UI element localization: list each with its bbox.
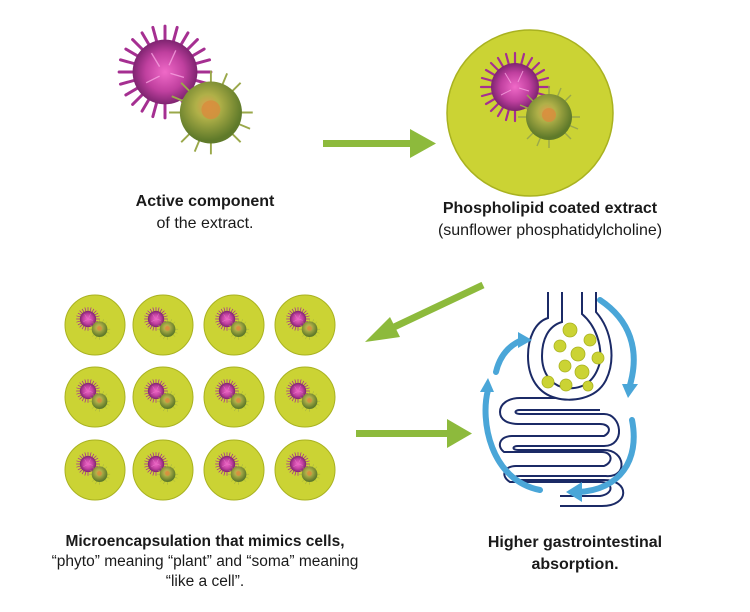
capsule-grid	[65, 295, 335, 500]
caption-regular: (sunflower phosphatidylcholine)	[437, 222, 663, 239]
absorption-arrowheads	[480, 332, 638, 502]
caption-line3: “like a cell”.	[165, 573, 245, 590]
right-arrow-icon	[356, 419, 472, 448]
caption-line1: Higher gastrointestinal	[487, 534, 663, 551]
active-component-caption: Active component of the extract.	[95, 191, 315, 235]
caption-line2: “phyto” meaning “plant” and “soma” meani…	[51, 553, 359, 570]
stomach-intestine-icon	[498, 292, 625, 507]
capsule-icon	[446, 29, 614, 197]
right-arrow-icon	[323, 129, 436, 158]
caption-bold: Active component	[135, 193, 275, 210]
phospholipid-caption: Phospholipid coated extract (sunflower p…	[380, 198, 720, 242]
caption-regular: of the extract.	[156, 215, 254, 232]
thistle-flower-icon	[117, 24, 255, 156]
caption-line2: absorption.	[531, 556, 619, 573]
absorption-caption: Higher gastrointestinal absorption.	[440, 532, 710, 576]
absorption-arrows	[482, 297, 637, 495]
caption-bold: Phospholipid coated extract	[442, 200, 658, 217]
diagonal-arrow-icon	[365, 281, 485, 342]
microencapsulation-caption: Microencapsulation that mimics cells, “p…	[10, 532, 400, 592]
caption-bold: Microencapsulation that mimics cells,	[65, 533, 345, 550]
